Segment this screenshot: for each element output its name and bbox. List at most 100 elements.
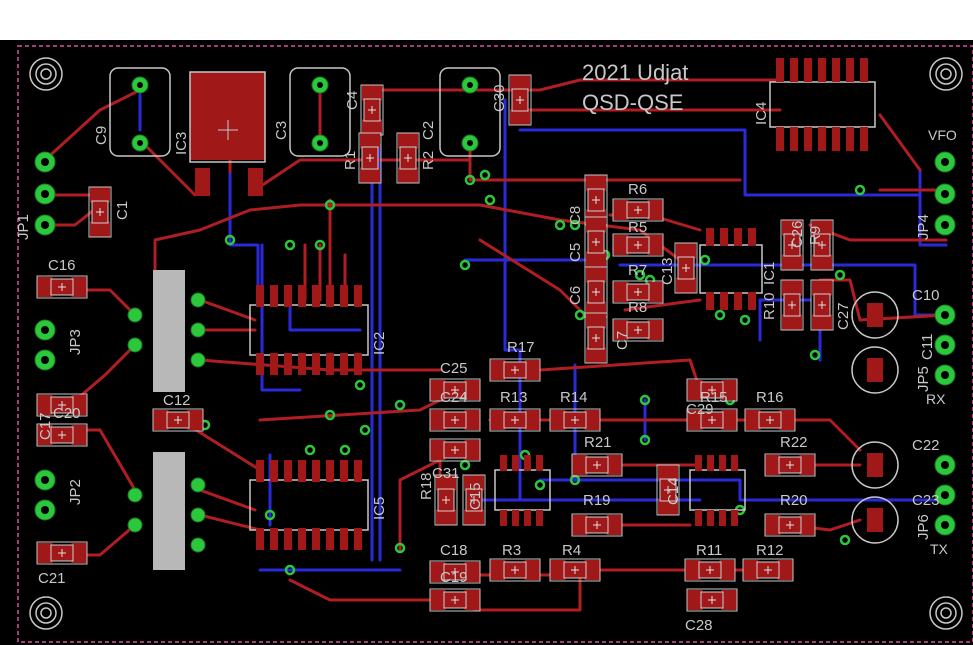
smd-r22 [764,453,816,477]
smd-c30 [508,74,532,126]
smd-r7 [612,280,664,304]
label-c28: C28 [685,617,713,634]
silkscreen-labels: 2021 Udjat QSD-QSE C9 IC3 C3 C4 C30 IC4 … [15,60,957,634]
label-r5: R5 [628,219,647,236]
label-r1: R1 [342,151,359,170]
label-c5: C5 [567,243,584,262]
label-c21: C21 [38,570,66,587]
filter-block-top [153,270,185,392]
smd-c13 [674,242,698,294]
smd-r18 [434,474,458,526]
label-r6: R6 [628,181,647,198]
label-c4: C4 [344,91,361,110]
smd-r13 [489,408,541,432]
label-c30: C30 [491,84,508,112]
label-jp4: JP4 [915,214,932,240]
smd-c7 [584,312,608,364]
smd-r14 [549,408,601,432]
smd-c4 [360,84,384,136]
label-ic5: IC5 [371,497,388,520]
label-r22: R22 [780,434,808,451]
label-c3: C3 [273,121,290,140]
label-ic4: IC4 [753,102,770,125]
smd-c25 [429,378,481,402]
label-r7: R7 [628,262,647,279]
label-r4: R4 [562,542,581,559]
label-tx: TX [930,541,949,557]
smd-c26 [780,219,804,271]
label-r20: R20 [780,492,808,509]
board-title-line1: 2021 Udjat [582,60,688,85]
smd-c12 [152,408,204,432]
electrolytic-cap-outlines [109,67,899,544]
label-jp6: JP6 [915,514,932,540]
label-c27: C27 [835,302,852,330]
smd-c19 [429,588,481,612]
label-r11: R11 [696,542,722,559]
label-c6: C6 [567,286,584,305]
label-c24: C24 [440,389,468,406]
label-c7: C7 [614,331,631,350]
label-c9: C9 [93,126,110,145]
label-c10: C10 [912,287,940,304]
smd-r6 [612,198,664,222]
smd-components [36,74,834,612]
label-r14: R14 [560,389,588,406]
label-c18: C18 [440,542,468,559]
label-c19: C19 [440,569,468,586]
label-c29: C29 [686,401,714,418]
via-holes [41,82,949,529]
label-c12: C12 [163,392,191,409]
label-c16: C16 [48,257,76,274]
label-c20: C20 [53,405,81,422]
smd-c18 [429,560,481,584]
label-vfo: VFO [928,127,957,143]
smd-r1 [358,132,382,184]
label-ic1: IC1 [761,262,778,285]
smd-r15 [686,408,738,432]
label-r13: R13 [500,389,528,406]
smd-c27 [810,279,834,331]
label-c11: C11 [919,334,936,360]
label-r8: R8 [628,299,647,316]
smd-c5 [584,216,608,268]
label-ic2: IC2 [371,332,388,355]
smd-r4 [549,558,601,582]
smd-c21 [36,541,88,565]
smd-r2 [396,132,420,184]
label-c2: C2 [420,121,437,140]
label-c22: C22 [912,437,940,454]
smd-r3 [489,558,541,582]
label-jp1: JP1 [15,214,32,240]
label-c31: C31 [432,465,460,482]
smd-c16 [36,275,88,299]
smd-r11 [684,558,736,582]
label-jp3: JP3 [67,329,84,355]
label-c14: C14 [665,477,682,505]
label-rx: RX [926,391,946,407]
mounting-holes [29,57,963,630]
smd-c14 [656,464,680,516]
smd-r5 [612,233,664,257]
label-c1: C1 [114,201,131,220]
ic3-regulator [189,71,266,196]
board-title-line2: QSD-QSE [582,90,683,115]
smd-r8 [612,318,664,342]
label-r3: R3 [502,542,521,559]
ic-packages [249,58,876,550]
label-r12: R12 [756,542,784,559]
smd-c1 [88,186,112,238]
top-margin [0,0,973,40]
electrolytic-cap-bodies [867,303,883,532]
smd-c29 [686,378,738,402]
label-c26: C26 [789,220,806,248]
label-r2: R2 [420,151,437,170]
label-r9: R9 [807,226,824,245]
smd-r21 [571,453,623,477]
label-c25: C25 [440,360,468,377]
smd-r12 [742,558,794,582]
filter-block-bottom [153,452,185,570]
smd-r16 [744,408,796,432]
smd-c24 [429,408,481,432]
